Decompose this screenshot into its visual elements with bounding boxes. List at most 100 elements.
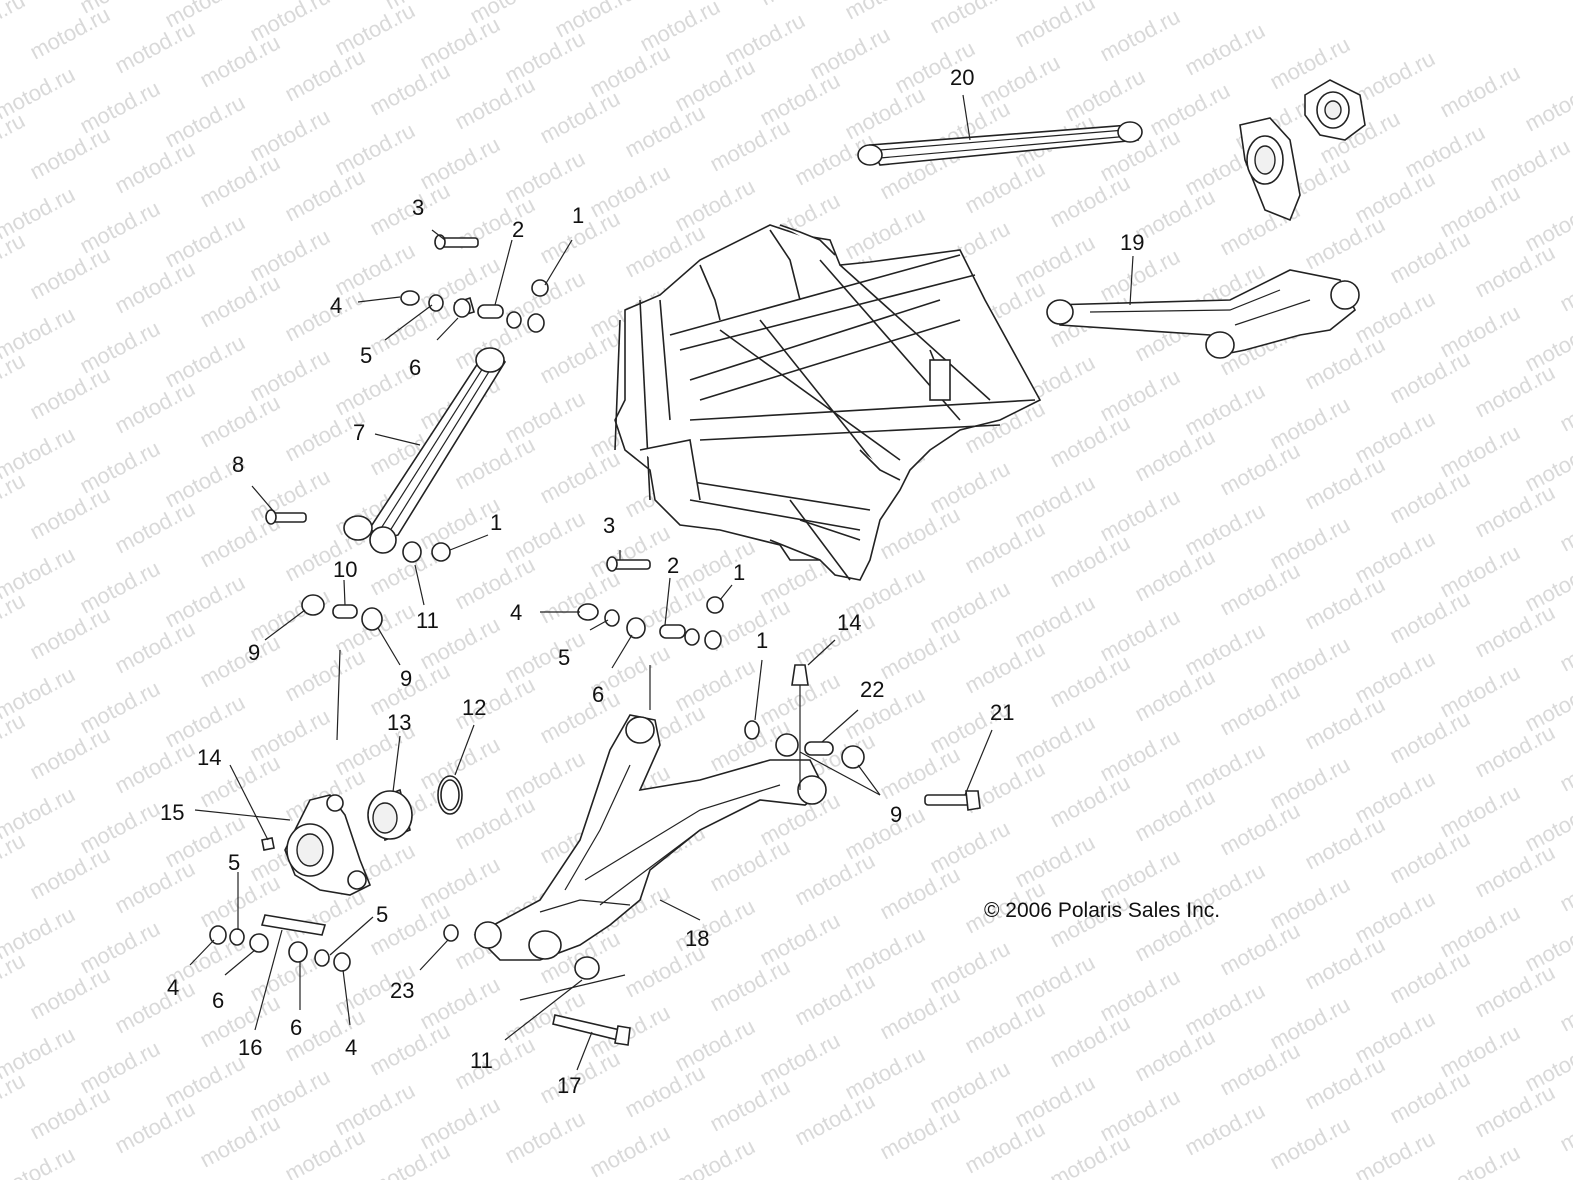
callout-14: 14	[837, 610, 861, 635]
watermark-text: motod.ru	[706, 954, 794, 1017]
watermark-text: motod.ru	[586, 1120, 674, 1180]
watermark-text: motod.ru	[1131, 1024, 1219, 1087]
callout-22: 22	[860, 677, 884, 702]
watermark-text: motod.ru	[1386, 946, 1474, 1009]
callout-4: 4	[345, 1035, 357, 1060]
watermark-text: motod.ru	[1046, 650, 1134, 713]
watermark-text: motod.ru	[0, 588, 29, 651]
callout-1: 1	[733, 560, 745, 585]
watermark-text: motod.ru	[536, 686, 624, 749]
watermark-text: motod.ru	[1351, 1126, 1439, 1180]
watermark-text: motod.ru	[196, 150, 284, 213]
watermark-text: motod.ru	[1351, 46, 1439, 109]
callout-12: 12	[462, 695, 486, 720]
watermark-text: motod.ru	[111, 376, 199, 439]
callout-1: 1	[490, 510, 502, 535]
part-20-strut	[857, 121, 1143, 166]
watermark-text: motod.ru	[451, 432, 539, 495]
watermark-text: motod.ru	[1216, 1038, 1304, 1101]
watermark-text: motod.ru	[706, 1074, 794, 1137]
watermark-text: motod.ru	[0, 0, 29, 50]
watermark-text: motod.ru	[1386, 466, 1474, 529]
callout-3: 3	[412, 195, 424, 220]
watermark-text: motod.ru	[281, 644, 369, 707]
callout-6: 6	[592, 682, 604, 707]
watermark-text: motod.ru	[1386, 1066, 1474, 1129]
watermark-text: motod.ru	[536, 326, 624, 389]
watermark-text: motod.ru	[366, 58, 454, 121]
watermark-text: motod.ru	[621, 1060, 709, 1123]
watermark-text: motod.ru	[1556, 1094, 1573, 1157]
callout-17: 17	[557, 1073, 581, 1098]
watermark-text: motod.ru	[961, 156, 1049, 219]
watermark-text: motod.ru	[451, 72, 539, 135]
callout-7: 7	[353, 420, 365, 445]
watermark-text: motod.ru	[1216, 558, 1304, 621]
watermark-text: motod.ru	[451, 552, 539, 615]
watermark-text: motod.ru	[876, 862, 964, 925]
watermark-text: motod.ru	[1131, 664, 1219, 727]
callout-4: 4	[510, 600, 522, 625]
callout-5: 5	[360, 343, 372, 368]
watermark-text: motod.ru	[26, 602, 114, 665]
callout-10: 10	[333, 557, 357, 582]
watermark-text: motod.ru	[111, 256, 199, 319]
watermark-text: motod.ru	[111, 16, 199, 79]
watermark-text: motod.ru	[281, 284, 369, 347]
watermark-text: motod.ru	[1386, 226, 1474, 289]
watermark-text: motod.ru	[111, 616, 199, 679]
chassis-frame	[614, 224, 1042, 581]
watermark-text: motod.ru	[791, 848, 879, 911]
watermark-text: motod.ru	[876, 502, 964, 565]
watermark-text: motod.ru	[961, 1116, 1049, 1179]
watermark-text: motod.ru	[26, 1082, 114, 1145]
watermark-text: motod.ru	[1471, 1080, 1559, 1143]
watermark-text: motod.ru	[1046, 770, 1134, 833]
watermark-text: motod.ru	[1301, 692, 1389, 755]
callout-6: 6	[212, 988, 224, 1013]
watermark-text: motod.ru	[1216, 918, 1304, 981]
watermark-text: motod.ru	[1436, 60, 1524, 123]
watermark-text: motod.ru	[1046, 1010, 1134, 1073]
watermark-text: motod.ru	[0, 1068, 29, 1131]
watermark-text: motod.ru	[26, 962, 114, 1025]
callout-20: 20	[950, 65, 974, 90]
watermark-text: motod.ru	[0, 708, 29, 771]
watermark-text: motod.ru	[706, 114, 794, 177]
watermark-text: motod.ru	[1471, 840, 1559, 903]
watermark-text: motod.ru	[111, 976, 199, 1039]
watermark-text: motod.ru	[706, 834, 794, 897]
watermark-text: motod.ru	[1556, 854, 1573, 917]
lower-left-hardware	[209, 914, 351, 972]
watermark-text: motod.ru	[1521, 74, 1573, 137]
copyright-notice: © 2006 Polaris Sales Inc.	[984, 899, 1221, 922]
watermark-text: motod.ru	[281, 164, 369, 227]
watermark-text: motod.ru	[1046, 530, 1134, 593]
watermark-text: motod.ru	[1046, 170, 1134, 233]
upper-bearing-carrier	[1239, 79, 1366, 222]
watermark-text: motod.ru	[196, 390, 284, 453]
upper-link-hardware	[400, 234, 549, 333]
watermark-text: motod.ru	[111, 136, 199, 199]
watermark-text: motod.ru	[961, 996, 1049, 1059]
watermark-text: motod.ru	[501, 1106, 589, 1169]
watermark-text: motod.ru	[1301, 332, 1389, 395]
watermark-text: motod.ru	[366, 178, 454, 241]
watermark-text: motod.ru	[26, 842, 114, 905]
part-7-link	[343, 347, 506, 554]
watermark-text: motod.ru	[1181, 18, 1269, 81]
right-hardware	[744, 664, 981, 811]
callout-2: 2	[667, 553, 679, 578]
watermark-text: motod.ru	[536, 86, 624, 149]
watermark-text: motod.ru	[0, 348, 29, 411]
callout-11: 11	[416, 608, 439, 633]
watermark-text: motod.ru	[1046, 410, 1134, 473]
watermark-text: motod.ru	[1386, 826, 1474, 889]
watermark-text: motod.ru	[0, 228, 29, 291]
watermark-text: motod.ru	[1471, 960, 1559, 1023]
watermark-text: motod.ru	[1471, 600, 1559, 663]
watermark-text: motod.ru	[1216, 438, 1304, 501]
watermark-text: motod.ru	[841, 0, 929, 24]
callout-5: 5	[228, 850, 240, 875]
